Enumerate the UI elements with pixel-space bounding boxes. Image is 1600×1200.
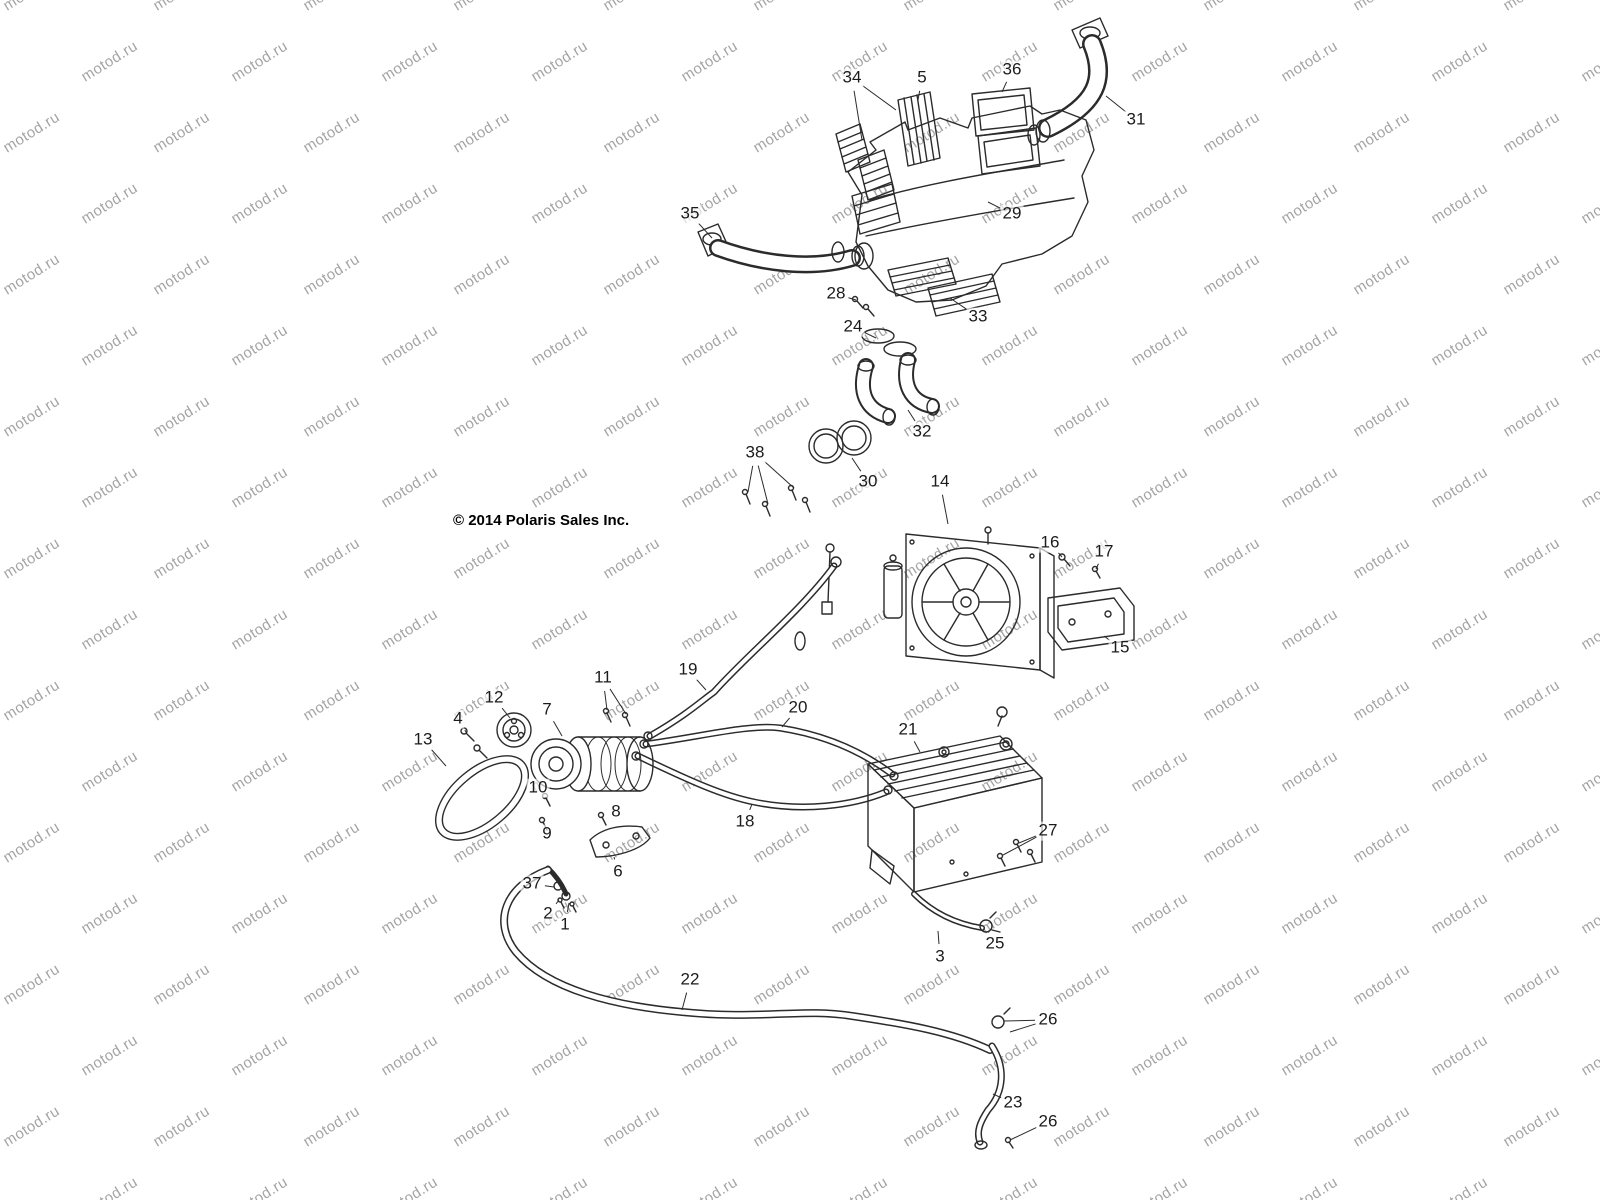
callout-33: 33: [966, 306, 990, 327]
callout-26: 26: [1036, 1009, 1060, 1030]
callout-5: 5: [915, 67, 929, 88]
clamp-rings-30: [808, 420, 872, 464]
callout-38: 38: [743, 442, 767, 463]
callout-13: 13: [411, 729, 435, 750]
callout-16: 16: [1038, 532, 1062, 553]
main-duct-housing-29: [847, 105, 1095, 303]
belt-13: [434, 755, 530, 841]
screws-27: [996, 838, 1036, 867]
callout-32: 32: [910, 421, 934, 442]
pulley-12: [496, 712, 532, 748]
callout-37: 37: [520, 873, 544, 894]
evaporator-box-21: [867, 706, 1043, 893]
callout-10: 10: [526, 777, 550, 798]
callout-7: 7: [540, 699, 554, 720]
callout-4: 4: [451, 708, 465, 729]
leader-lines: [431, 81, 1127, 1141]
heater-hose-23: [974, 1007, 1014, 1150]
callout-28: 28: [824, 283, 848, 304]
callout-18: 18: [733, 811, 757, 832]
callout-20: 20: [786, 697, 810, 718]
callout-9: 9: [540, 823, 554, 844]
callout-3: 3: [933, 946, 947, 967]
callout-22: 22: [678, 969, 702, 990]
callout-1: 1: [558, 914, 572, 935]
mount-tray-15: [1047, 587, 1135, 651]
callout-23: 23: [1001, 1092, 1025, 1113]
ac-hose-20: [642, 723, 899, 781]
mount-bracket-6: [589, 825, 651, 858]
callout-2: 2: [541, 903, 555, 924]
callout-30: 30: [856, 471, 880, 492]
callout-29: 29: [1000, 203, 1024, 224]
callout-21: 21: [896, 719, 920, 740]
vent-bezels-36: [971, 87, 1041, 175]
callout-27: 27: [1036, 820, 1060, 841]
callout-12: 12: [482, 687, 506, 708]
outlet-grilles-33: [887, 257, 1001, 317]
callout-25: 25: [983, 933, 1007, 954]
callout-24: 24: [841, 316, 865, 337]
copyright-text: © 2014 Polaris Sales Inc.: [453, 512, 630, 529]
callout-26: 26: [1036, 1111, 1060, 1132]
callout-15: 15: [1108, 637, 1132, 658]
heater-hose-22: [500, 866, 994, 1054]
drain-hose-3: [911, 891, 1001, 933]
fan-assembly-14: [883, 526, 1101, 679]
callout-11: 11: [592, 667, 614, 688]
callout-34: 34: [840, 67, 864, 88]
ac-hose-19: [646, 556, 842, 740]
callout-19: 19: [676, 659, 700, 680]
compressor-7: [530, 736, 654, 792]
duct-tubes-32: [855, 352, 940, 426]
ac-hose-18: [634, 752, 893, 811]
callout-31: 31: [1124, 109, 1148, 130]
callout-35: 35: [678, 203, 702, 224]
callout-8: 8: [609, 801, 623, 822]
callout-6: 6: [611, 861, 625, 882]
vent-grilles-34-5: [835, 91, 941, 235]
callout-14: 14: [928, 471, 952, 492]
callout-17: 17: [1092, 541, 1116, 562]
callout-36: 36: [1000, 59, 1024, 80]
